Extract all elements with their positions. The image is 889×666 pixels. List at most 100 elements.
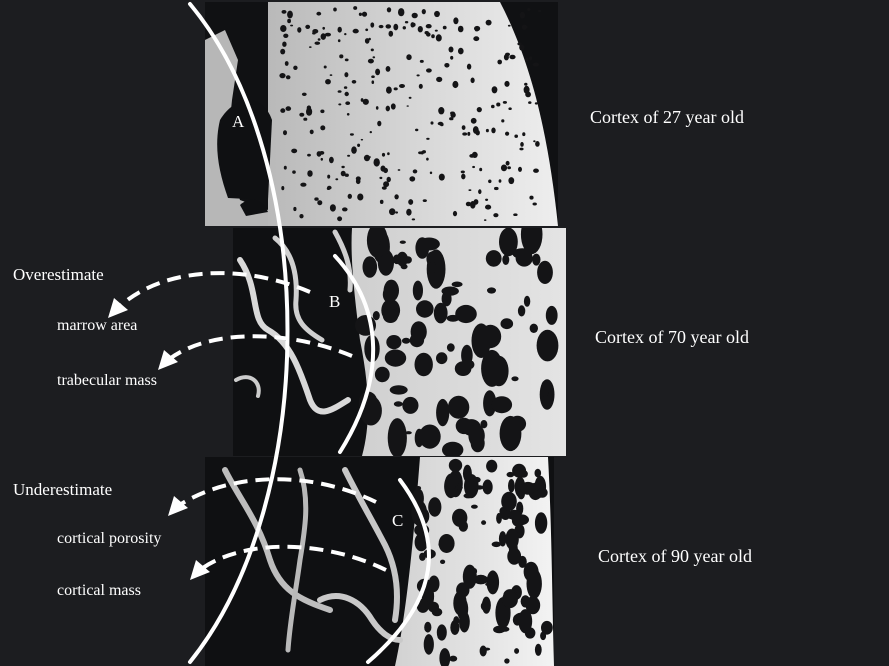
pore xyxy=(432,608,443,616)
pore xyxy=(286,75,291,79)
pore xyxy=(307,154,311,157)
pore xyxy=(386,24,392,28)
pore xyxy=(533,169,539,173)
pore xyxy=(344,33,346,35)
pore xyxy=(403,26,406,29)
pore xyxy=(315,42,321,45)
pore xyxy=(453,211,457,216)
pore xyxy=(362,12,367,17)
pore xyxy=(387,177,391,182)
pore xyxy=(461,174,465,180)
pore xyxy=(507,166,511,169)
pore xyxy=(428,497,441,517)
pore xyxy=(503,101,507,104)
pore xyxy=(452,81,458,88)
pore xyxy=(320,125,325,130)
pore xyxy=(391,103,396,109)
pore xyxy=(527,8,530,11)
pore xyxy=(382,153,385,157)
caption-cortex-90: Cortex of 90 year old xyxy=(598,547,752,565)
pore xyxy=(394,194,398,199)
pore xyxy=(300,183,306,187)
pore xyxy=(499,179,502,183)
pore xyxy=(511,376,518,381)
pore xyxy=(501,318,514,329)
pore xyxy=(325,33,331,37)
overestimate-item-marrow-area: marrow area xyxy=(57,318,137,334)
pore xyxy=(491,127,495,133)
pore xyxy=(512,248,532,259)
pore xyxy=(383,286,396,303)
pore xyxy=(307,170,312,177)
pore xyxy=(471,78,475,84)
pore xyxy=(463,465,472,482)
pore xyxy=(413,169,418,173)
pore xyxy=(497,60,502,65)
pore xyxy=(292,170,296,173)
pore xyxy=(502,255,509,265)
pore xyxy=(393,24,398,31)
pore xyxy=(436,77,442,82)
pore xyxy=(351,146,357,153)
pore xyxy=(486,20,492,26)
pore xyxy=(409,176,415,181)
pore xyxy=(450,56,453,60)
pore xyxy=(486,129,489,132)
pore xyxy=(453,17,458,24)
pore xyxy=(402,397,418,414)
pore xyxy=(506,161,510,166)
pore xyxy=(440,123,444,127)
pore xyxy=(528,101,531,104)
pore xyxy=(507,503,514,507)
pore xyxy=(390,385,408,394)
pore xyxy=(537,488,548,498)
pore xyxy=(376,106,379,110)
pore xyxy=(522,25,527,30)
pore xyxy=(501,492,517,511)
pore xyxy=(415,353,433,377)
pore xyxy=(322,27,325,30)
pore xyxy=(381,166,386,172)
pore xyxy=(493,580,498,584)
pore xyxy=(464,493,474,498)
pore xyxy=(386,335,401,349)
pore xyxy=(347,155,350,157)
pore xyxy=(508,177,514,184)
pore xyxy=(413,281,423,301)
pore xyxy=(309,46,312,48)
pore xyxy=(282,42,286,47)
pore xyxy=(335,178,338,180)
pore xyxy=(462,125,466,130)
pore xyxy=(415,129,418,132)
overestimate-heading: Overestimate xyxy=(13,266,104,283)
pore xyxy=(455,485,463,489)
overestimate-item-trabecular-mass: trabecular mass xyxy=(57,373,157,389)
pore xyxy=(426,24,432,28)
pore xyxy=(525,57,528,61)
pore xyxy=(395,211,398,213)
pore xyxy=(435,30,438,32)
pore xyxy=(431,121,434,124)
pore xyxy=(408,199,413,205)
pore xyxy=(345,101,350,105)
pore xyxy=(399,84,405,88)
pore xyxy=(440,560,445,564)
pore xyxy=(535,644,542,656)
pore xyxy=(318,38,321,40)
pore xyxy=(500,627,509,632)
pore xyxy=(508,107,511,110)
pore xyxy=(312,29,318,34)
pore xyxy=(485,583,490,586)
zone-label-c: C xyxy=(392,512,403,529)
pore xyxy=(527,569,542,599)
pore xyxy=(519,44,524,50)
pore xyxy=(481,601,489,611)
pore xyxy=(505,529,518,550)
pore xyxy=(438,107,444,114)
pore xyxy=(412,23,416,27)
pore xyxy=(501,119,504,122)
pore xyxy=(344,72,348,77)
pore xyxy=(419,553,426,561)
pore xyxy=(280,108,285,113)
